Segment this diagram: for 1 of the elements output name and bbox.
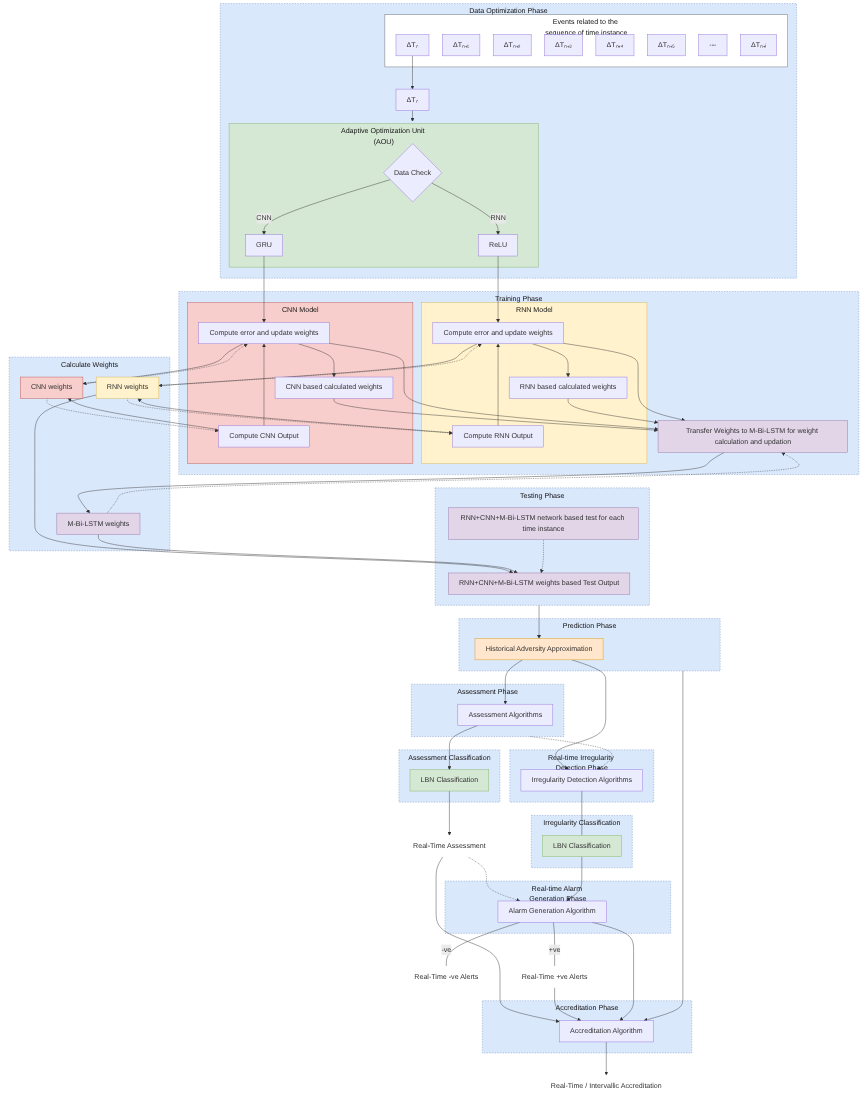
connector <box>446 922 521 967</box>
